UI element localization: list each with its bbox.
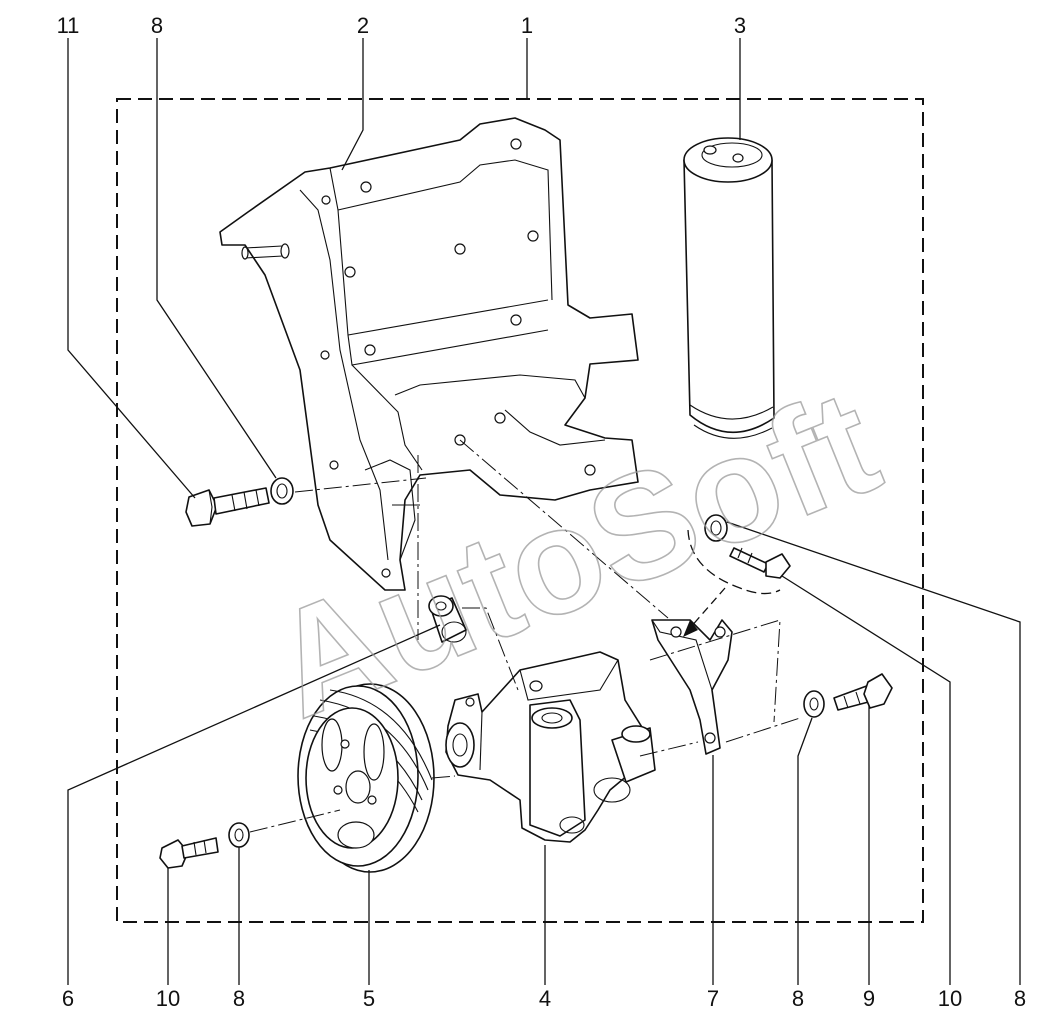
assembly-boundary xyxy=(116,98,924,923)
washer-8-right-bottom xyxy=(803,690,825,718)
callout-top-4: 1 xyxy=(521,13,533,38)
spacer-6 xyxy=(428,595,467,643)
pump-bracket xyxy=(651,587,733,755)
callout-bottom-1: 6 xyxy=(62,986,74,1011)
leader-lines xyxy=(67,38,1021,985)
callout-bottom-3: 8 xyxy=(233,986,245,1011)
bolt-11 xyxy=(185,487,270,527)
bolt-9 xyxy=(833,673,893,711)
washer-8-upper-left xyxy=(270,477,294,505)
callout-top-3: 2 xyxy=(357,13,369,38)
bolt-10-right xyxy=(687,529,791,595)
washer-8-right-top xyxy=(704,514,728,542)
callout-bottom-7: 8 xyxy=(792,986,804,1011)
callout-bottom-6: 7 xyxy=(707,986,719,1011)
pulley xyxy=(297,683,435,873)
callout-bottom-5: 4 xyxy=(539,986,551,1011)
callout-bottom-4: 5 xyxy=(363,986,375,1011)
callout-bottom-9: 10 xyxy=(938,986,962,1011)
callout-bottom-10: 8 xyxy=(1014,986,1026,1011)
bolt-10-lower-left xyxy=(159,837,219,869)
assembly-lines xyxy=(249,439,801,833)
callout-top-1: 11 xyxy=(57,13,80,38)
callout-labels-top: 11 8 2 1 3 xyxy=(57,13,747,38)
receiver-drier xyxy=(683,137,775,439)
callout-bottom-8: 9 xyxy=(863,986,875,1011)
washer-8-lower-left xyxy=(228,822,250,848)
callout-top-5: 3 xyxy=(734,13,746,38)
mounting-bracket xyxy=(219,117,639,591)
steering-pump xyxy=(445,651,656,843)
callout-top-2: 8 xyxy=(151,13,163,38)
callout-labels-bottom: 6 10 8 5 4 7 8 9 10 8 xyxy=(62,986,1026,1011)
callout-bottom-2: 10 xyxy=(156,986,180,1011)
